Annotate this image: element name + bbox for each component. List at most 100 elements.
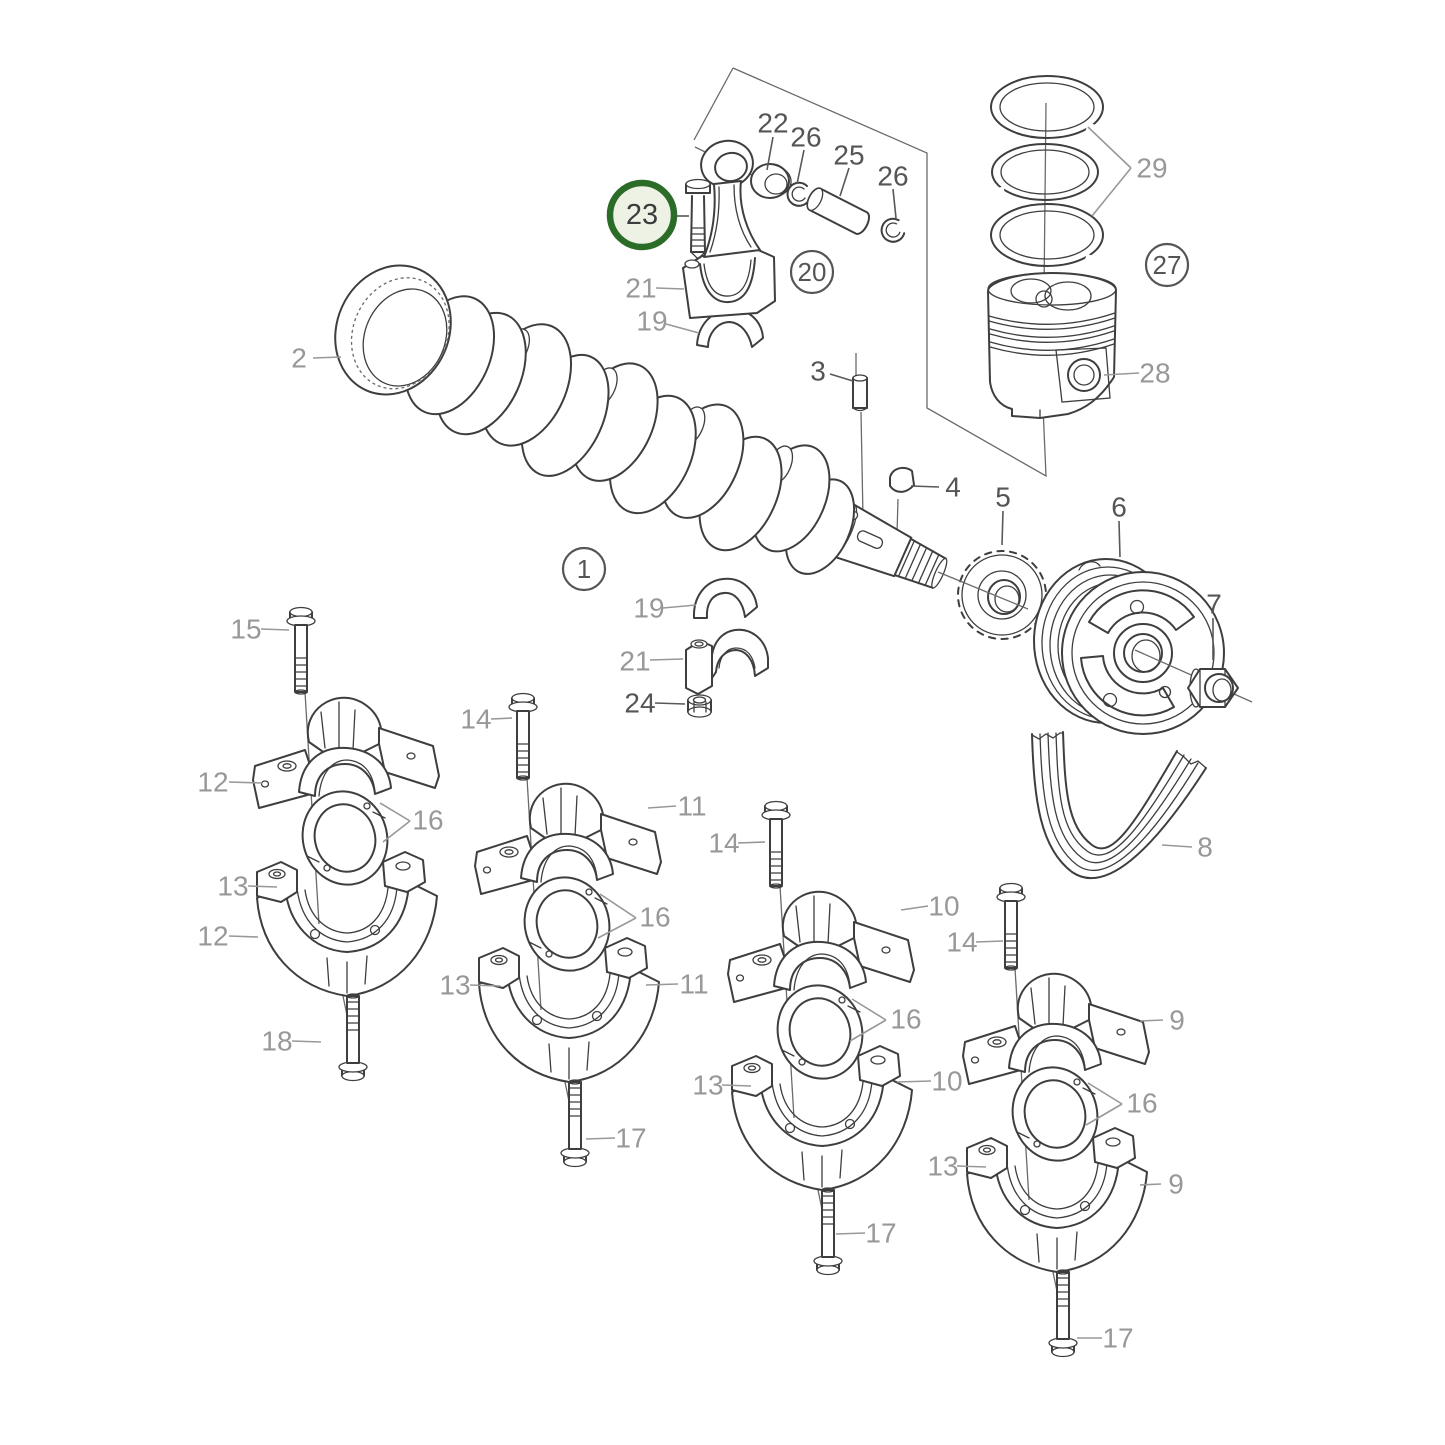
callout-16[interactable]: 16 <box>379 802 444 843</box>
callout-leader-line <box>469 984 501 987</box>
main-bearing-cap-group-2 <box>475 694 661 1167</box>
callout-19[interactable]: 19 <box>636 306 700 337</box>
callout-23-selected[interactable]: 23 <box>606 179 689 251</box>
callout-leader-line <box>382 820 411 843</box>
callout-26[interactable]: 26 <box>877 161 909 219</box>
callout-number: 18 <box>261 1026 292 1057</box>
callout-number: 2 <box>291 343 307 374</box>
callout-leader-line <box>490 717 513 720</box>
callout-leader-line <box>896 1080 932 1083</box>
callout-number: 16 <box>639 902 670 933</box>
pulley-nut <box>1187 668 1239 708</box>
callout-number: 9 <box>1168 1169 1184 1200</box>
callout-9[interactable]: 9 <box>1139 1169 1184 1200</box>
callout-28[interactable]: 28 <box>1103 358 1171 389</box>
callout-circle <box>1144 242 1190 288</box>
callout-10[interactable]: 10 <box>896 1066 963 1097</box>
callout-13[interactable]: 13 <box>217 871 278 902</box>
callout-13[interactable]: 13 <box>927 1151 987 1182</box>
main-bearing-shell-center <box>692 577 758 619</box>
callout-1[interactable]: 1 <box>561 546 607 592</box>
piston-rings <box>987 75 1104 271</box>
callout-2[interactable]: 2 <box>291 343 342 374</box>
callout-13[interactable]: 13 <box>439 970 501 1001</box>
callout-leader-line <box>849 1019 887 1042</box>
callout-17[interactable]: 17 <box>585 1123 647 1154</box>
callout-15[interactable]: 15 <box>230 614 290 645</box>
callout-17[interactable]: 17 <box>1077 1323 1134 1354</box>
callout-leader-line <box>1087 126 1132 169</box>
callout-9[interactable]: 9 <box>1139 1005 1185 1036</box>
callout-number: 10 <box>931 1066 962 1097</box>
callout-leader-line <box>1161 844 1193 848</box>
callout-leader-line <box>766 136 774 171</box>
callout-14[interactable]: 14 <box>460 704 513 735</box>
callout-leader-line <box>900 905 929 911</box>
callout-number: 24 <box>624 688 655 719</box>
callout-13[interactable]: 13 <box>692 1070 752 1101</box>
callout-21[interactable]: 21 <box>625 273 685 304</box>
callout-leader-line <box>228 781 263 784</box>
callout-number: 16 <box>890 1004 921 1035</box>
callout-leader-line <box>1139 1183 1162 1186</box>
callout-number: 8 <box>1197 832 1213 863</box>
callout-14[interactable]: 14 <box>946 927 1004 958</box>
callout-number: 12 <box>197 767 228 798</box>
callout-circle <box>789 249 835 295</box>
callout-21[interactable]: 21 <box>619 646 684 677</box>
callout-number: 13 <box>692 1070 723 1101</box>
callout-leader-line <box>649 658 684 661</box>
callout-16[interactable]: 16 <box>1085 1082 1158 1126</box>
callout-12[interactable]: 12 <box>197 921 259 952</box>
callout-19[interactable]: 19 <box>633 593 697 624</box>
callout-number: 14 <box>460 704 491 735</box>
callout-27[interactable]: 27 <box>1144 242 1190 288</box>
callout-3[interactable]: 3 <box>810 356 854 387</box>
crankshaft-pin <box>852 374 868 412</box>
main-bearing-cap-group-1 <box>253 608 439 1081</box>
piston-pin-circlip-inner <box>786 181 810 207</box>
callout-4[interactable]: 4 <box>910 472 961 503</box>
callout-14[interactable]: 14 <box>708 828 766 859</box>
callout-20[interactable]: 20 <box>789 249 835 295</box>
callout-leader-line <box>654 702 686 705</box>
callout-number: 20 <box>798 257 827 287</box>
callout-11[interactable]: 11 <box>647 791 707 822</box>
callout-8[interactable]: 8 <box>1161 832 1213 863</box>
callout-18[interactable]: 18 <box>261 1026 322 1057</box>
connecting-rod <box>700 139 761 258</box>
callout-7[interactable]: 7 <box>1206 589 1222 661</box>
callout-24[interactable]: 24 <box>624 688 686 719</box>
callout-11[interactable]: 11 <box>645 969 709 1000</box>
callout-leader-line <box>655 287 685 290</box>
callout-29[interactable]: 29 <box>1087 126 1168 217</box>
callout-number: 3 <box>810 356 826 387</box>
callout-number: 16 <box>1126 1088 1157 1119</box>
callout-26[interactable]: 26 <box>790 122 822 185</box>
callout-leader-line <box>956 1165 987 1168</box>
callout-leader-line <box>662 604 697 609</box>
callout-5[interactable]: 5 <box>995 482 1011 546</box>
piston <box>987 272 1117 419</box>
crankshaft-key <box>889 466 915 493</box>
callout-22[interactable]: 22 <box>757 108 789 171</box>
callout-10[interactable]: 10 <box>900 891 960 922</box>
callout-number: 16 <box>412 805 443 836</box>
callout-leader-line <box>1085 1103 1123 1126</box>
callout-leader-line <box>1001 510 1004 546</box>
callout-16[interactable]: 16 <box>849 998 922 1042</box>
callout-number: 13 <box>217 871 248 902</box>
callout-25[interactable]: 25 <box>833 140 865 197</box>
callout-leader-line <box>796 149 805 185</box>
callout-16[interactable]: 16 <box>597 893 671 939</box>
callout-17[interactable]: 17 <box>835 1218 897 1249</box>
callout-leader-line <box>312 356 342 359</box>
callout-number: 14 <box>708 828 739 859</box>
callout-6[interactable]: 6 <box>1111 492 1127 558</box>
highlight-ring <box>606 179 678 251</box>
big-end-nut <box>687 694 712 718</box>
callout-number: 13 <box>927 1151 958 1182</box>
callout-leader-line <box>260 628 290 631</box>
callout-12[interactable]: 12 <box>197 767 263 798</box>
